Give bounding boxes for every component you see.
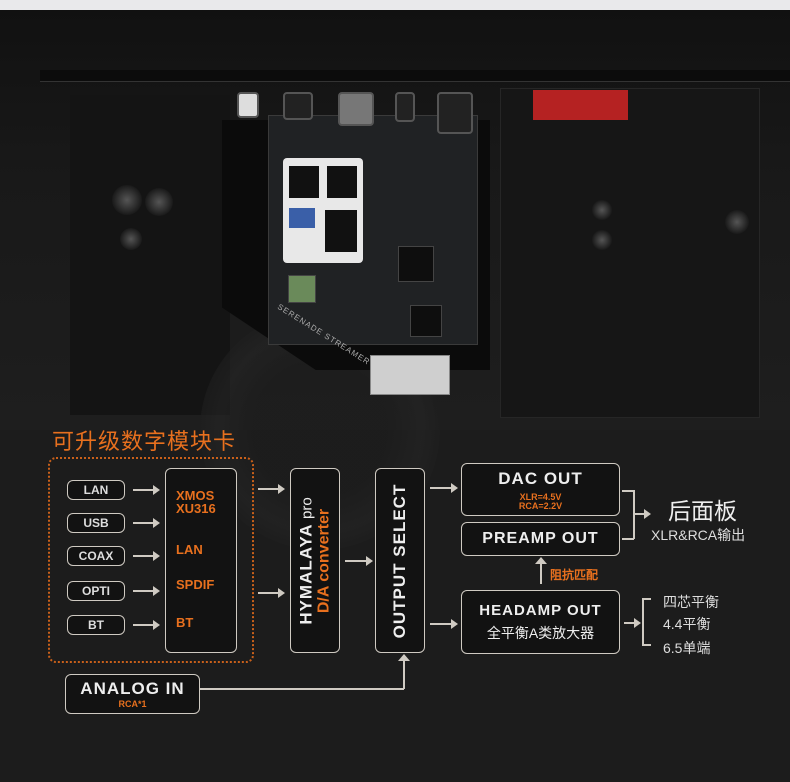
capacitor — [112, 185, 142, 215]
capacitor — [592, 200, 612, 220]
analog-in-sub: RCA*1 — [118, 699, 147, 709]
arrow-icon — [430, 483, 458, 493]
arrow-icon — [258, 484, 285, 494]
output-select-box: OUTPUT SELECT — [375, 468, 425, 653]
preamp-out-label: PREAMP OUT — [482, 530, 599, 547]
headamp-label: HEADAMP OUT — [479, 601, 602, 619]
dac-suffix: pro — [298, 496, 316, 519]
chip — [398, 246, 434, 282]
headamp-sub: 全平衡A类放大器 — [486, 624, 595, 641]
input-usb: USB — [67, 513, 125, 533]
switch — [237, 92, 259, 118]
preamp-out-box: PREAMP OUT — [461, 522, 620, 556]
bracket — [622, 490, 634, 492]
arrow-icon — [133, 620, 160, 630]
rear-panel-title: 后面板 — [668, 498, 737, 524]
dac-out-box: DAC OUT XLR=4.5V RCA=2.2V — [461, 463, 620, 516]
power-board — [70, 95, 230, 415]
top-strip — [0, 0, 790, 10]
red-terminal — [533, 90, 628, 120]
bracket — [642, 598, 644, 645]
usb-port — [283, 92, 313, 120]
bracket — [642, 644, 651, 646]
bracket — [622, 538, 634, 540]
system-on-module — [283, 158, 363, 263]
rear-rail — [40, 70, 790, 82]
input-opti: OPTI — [67, 581, 125, 601]
headamp-out-box: HEADAMP OUT 全平衡A类放大器 — [461, 590, 620, 654]
xmos-bt: BT — [176, 615, 194, 630]
arrow-icon — [133, 551, 160, 561]
chip — [288, 275, 316, 303]
xmos-box: XMOS XU316 LAN SPDIF BT — [165, 468, 237, 653]
analog-line — [403, 660, 405, 689]
dac-out-label: DAC OUT — [498, 468, 583, 488]
headamp-output-65: 6.5单端 — [663, 640, 711, 656]
bracket — [633, 490, 635, 539]
digital-module-outline — [48, 457, 254, 663]
optical-port — [437, 92, 473, 134]
arrow-icon — [345, 556, 373, 566]
impedance-arrow — [540, 562, 542, 584]
arrow-up-icon — [535, 557, 547, 564]
xmos-spdif: SPDIF — [176, 577, 215, 592]
arrow-icon — [430, 619, 458, 629]
xmos-lan: LAN — [176, 542, 203, 557]
impedance-label: 阻抗匹配 — [550, 568, 599, 582]
chip — [410, 305, 442, 337]
ribbon-connector — [370, 355, 450, 395]
main-board — [500, 88, 760, 418]
analog-line — [200, 688, 404, 690]
analog-in-label: ANALOG IN — [80, 679, 185, 698]
arrow-icon — [258, 588, 285, 598]
analog-in-box: ANALOG IN RCA*1 — [65, 674, 200, 714]
arrow-up-icon — [398, 654, 410, 661]
arrow-icon — [133, 485, 160, 495]
dac-name: HYMALAYA — [296, 522, 316, 625]
arrow-icon — [624, 618, 641, 628]
capacitor — [120, 228, 142, 250]
xmos-model: XU316 — [176, 501, 216, 516]
arrow-icon — [634, 509, 651, 519]
input-lan: LAN — [67, 480, 125, 500]
input-bt: BT — [67, 615, 125, 635]
arrow-icon — [133, 586, 160, 596]
capacitor — [145, 188, 173, 216]
xmos-chip: XMOS — [176, 488, 215, 503]
headamp-output-4pin: 四芯平衡 — [663, 594, 719, 610]
lan-port — [338, 92, 374, 126]
headamp-output-44: 4.4平衡 — [663, 616, 711, 632]
dac-box: HYMALAYA pro D/A converter — [290, 468, 340, 653]
dac-out-xlr: XLR=4.5V — [519, 491, 562, 502]
bracket — [642, 598, 651, 600]
coax-port — [395, 92, 415, 122]
dac-out-rca: RCA=2.2V — [518, 500, 563, 511]
arrow-icon — [133, 518, 160, 528]
capacitor — [592, 230, 612, 250]
output-select-label: OUTPUT SELECT — [390, 483, 409, 638]
diagram-title: 可升级数字模块卡 — [52, 429, 237, 454]
rear-panel-sub: XLR&RCA输出 — [651, 527, 746, 543]
input-coax: COAX — [67, 546, 125, 566]
dac-sub: D/A converter — [315, 508, 333, 613]
capacitor — [725, 210, 749, 234]
